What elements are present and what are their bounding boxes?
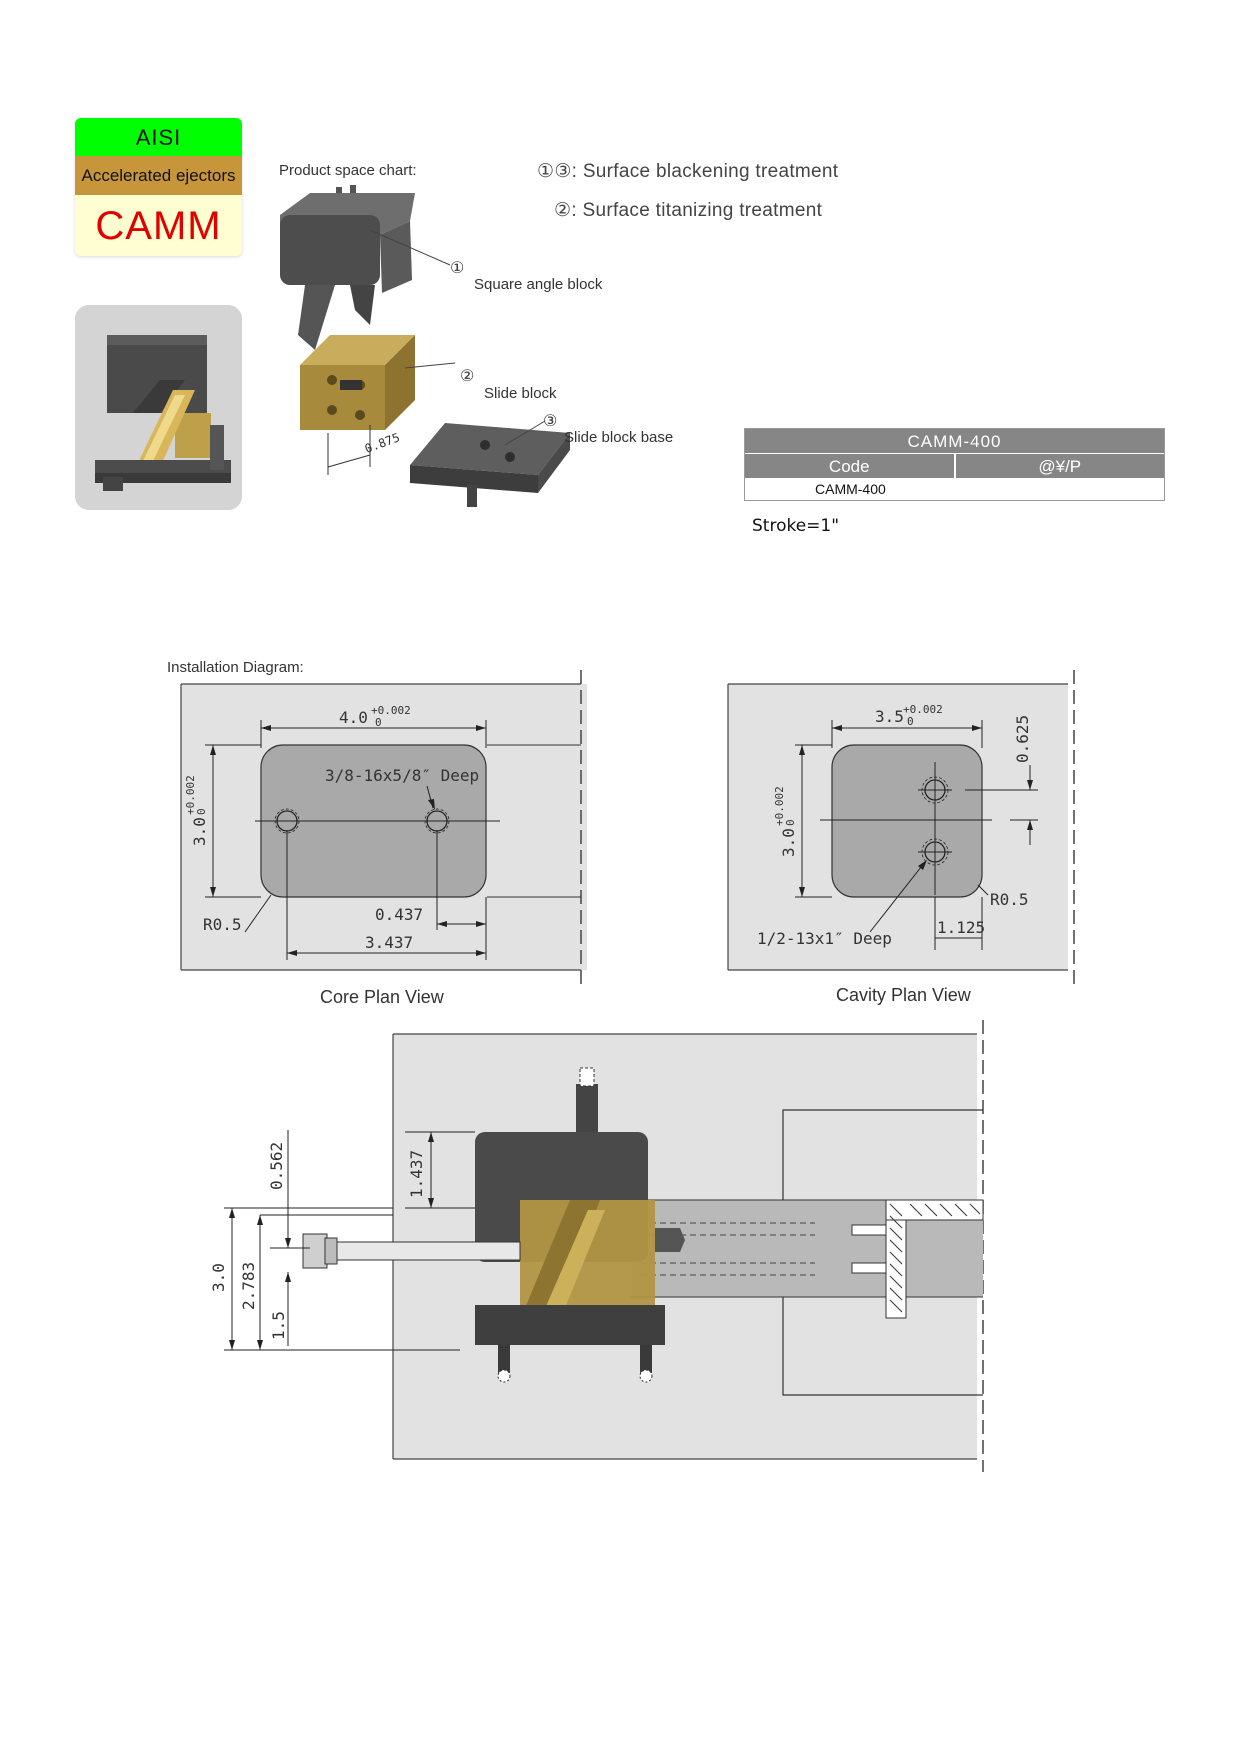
exploded-parts-diagram: 0.875 xyxy=(280,185,570,507)
treatment-blackening: ①③: Surface blackening treatment xyxy=(537,161,839,182)
cavity-height-dim: 3.0 xyxy=(779,828,798,857)
spec-table-title: CAMM-400 xyxy=(745,429,1164,453)
spec-table: CAMM-400 Code @¥/P CAMM-400 xyxy=(744,428,1165,501)
core-width-dim: 4.0 xyxy=(339,708,368,727)
cavity-height-tol-upper: +0.002 xyxy=(773,786,786,826)
core-thread-note: 3/8-16x5/8″ Deep xyxy=(325,766,479,785)
product-chart-title: Product space chart: xyxy=(279,162,417,179)
part-1-label: Square angle block xyxy=(474,276,603,293)
section-dim-0562: 0.562 xyxy=(267,1142,286,1190)
treatment-titanizing: ②: Surface titanizing treatment xyxy=(554,200,823,221)
cavity-plan-view: 3.5 +0.002 0 3.0 +0.002 0 0.625 1/2-13x1… xyxy=(727,670,1075,984)
core-offset-dim: 0.437 xyxy=(375,905,423,924)
brand-name: AISI xyxy=(75,118,242,156)
brand-badge: AISI Accelerated ejectors CAMM xyxy=(75,118,242,256)
cavity-height-tol-lower: 0 xyxy=(784,819,797,826)
cavity-thread-note: 1/2-13x1″ Deep xyxy=(757,929,892,948)
slide-block-drawing xyxy=(300,335,415,430)
part-2-marker: ② xyxy=(460,368,475,385)
slide-block-base-drawing xyxy=(410,423,570,507)
section-dim-height: 3.0 xyxy=(210,1263,228,1292)
cavity-view-caption: Cavity Plan View xyxy=(836,985,971,1005)
part-3-label: Slide block base xyxy=(564,429,674,446)
square-angle-block-drawing xyxy=(280,185,415,350)
slide-block-dimension: 0.875 xyxy=(363,430,402,456)
section-dim-15: 1.5 xyxy=(269,1311,288,1340)
part-2-label: Slide block xyxy=(484,385,557,402)
section-view: 3.0 2.783 0.562 1.5 1.437 xyxy=(210,1020,984,1472)
cavity-width-tol-lower: 0 xyxy=(907,715,914,728)
core-view-caption: Core Plan View xyxy=(320,987,444,1007)
section-dim-1437: 1.437 xyxy=(407,1150,426,1198)
cell-price xyxy=(955,478,1165,500)
column-code: Code xyxy=(745,454,956,478)
product-category: Accelerated ejectors xyxy=(75,156,242,195)
core-radius-dim: R0.5 xyxy=(203,915,242,934)
core-span-dim: 3.437 xyxy=(365,933,413,952)
cavity-width-tol-upper: +0.002 xyxy=(903,703,943,716)
core-width-tol-upper: +0.002 xyxy=(371,704,411,717)
core-height-dim: 3.0 xyxy=(190,817,209,846)
camm-assembly-image xyxy=(75,305,242,510)
installation-title: Installation Diagram: xyxy=(167,659,304,676)
stroke-note: Stroke=1" xyxy=(752,516,840,536)
cavity-radius-dim: R0.5 xyxy=(990,890,1029,909)
product-model: CAMM xyxy=(95,204,222,248)
cavity-width-dim: 3.5 xyxy=(875,707,904,726)
column-price: @¥/P xyxy=(1038,457,1082,476)
part-3-marker: ③ xyxy=(543,413,558,430)
cavity-hole-offset-dim: 0.625 xyxy=(1013,715,1032,763)
section-dim-2783: 2.783 xyxy=(239,1262,258,1310)
cell-code: CAMM-400 xyxy=(815,481,886,497)
table-row: CAMM-400 xyxy=(745,478,1164,500)
spec-table-header: Code @¥/P xyxy=(745,453,1164,478)
core-width-tol-lower: 0 xyxy=(375,716,382,729)
core-plan-view: 4.0 +0.002 0 3.0 +0.002 0 3/8-16x5/8″ De… xyxy=(180,670,587,984)
part-1-marker: ① xyxy=(450,260,465,277)
product-photo xyxy=(75,305,242,510)
core-height-tol-upper: +0.002 xyxy=(184,775,197,815)
core-height-tol-lower: 0 xyxy=(195,808,208,815)
cavity-edge-dim: 1.125 xyxy=(937,918,985,937)
